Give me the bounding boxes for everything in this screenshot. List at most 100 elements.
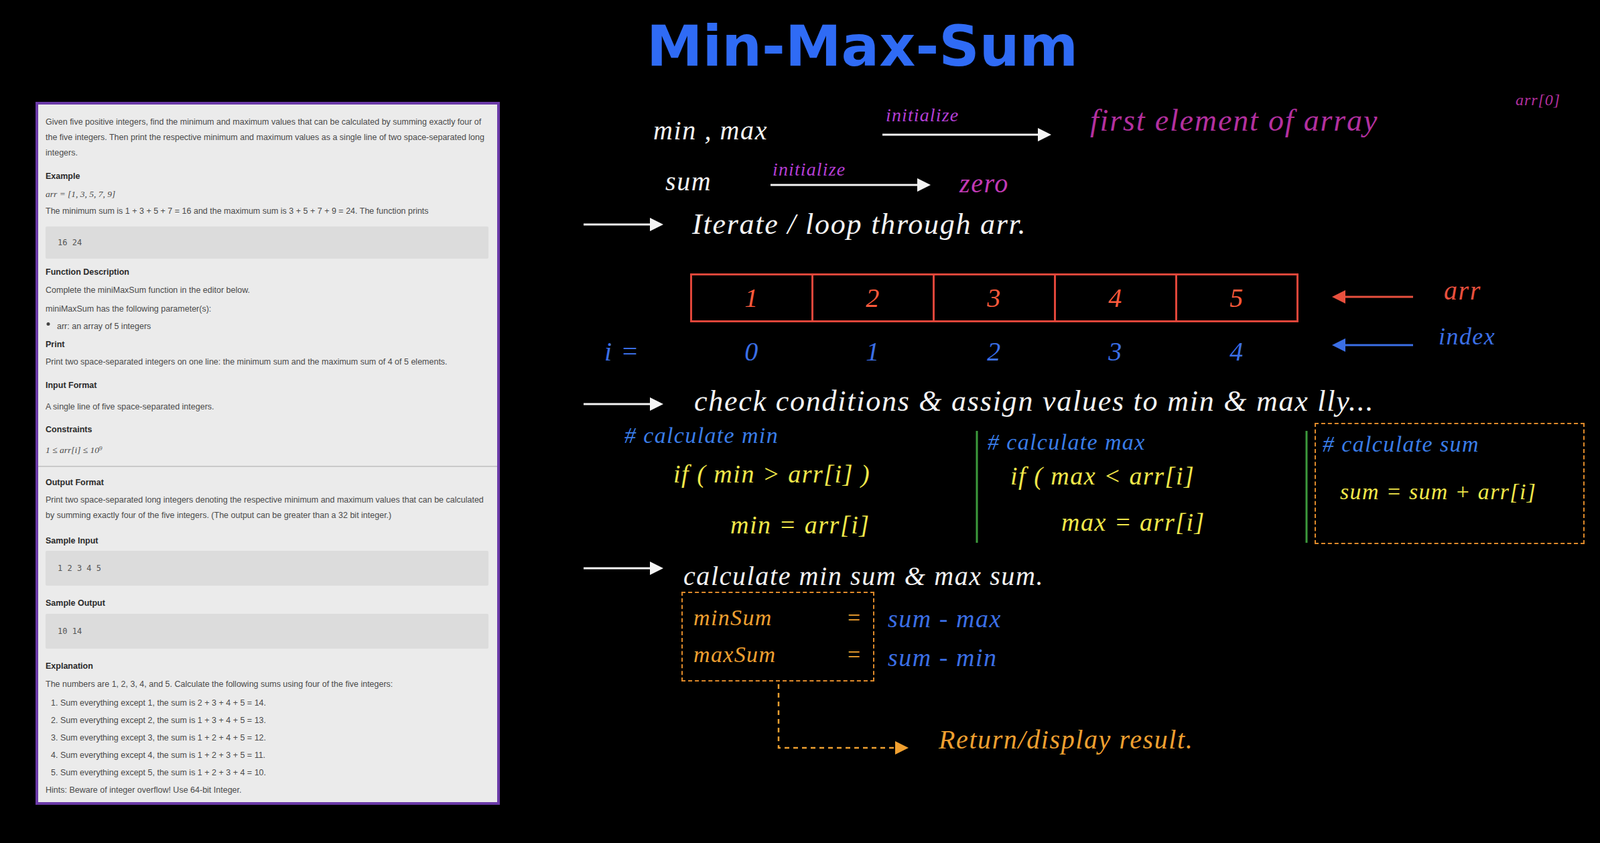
arrow-head: [1331, 338, 1346, 352]
arrow-shaft: [583, 223, 653, 226]
initialize-arrow: [882, 127, 1052, 142]
code-line: sum = sum + arr[i]: [1322, 478, 1573, 506]
statement-text: The minimum sum is 1 + 3 + 5 + 7 = 16 an…: [45, 203, 492, 220]
arrow-shaft: [882, 134, 1041, 137]
statement-text: A single line of five space-separated in…: [45, 399, 492, 415]
code-line: # calculate sum: [1322, 430, 1573, 459]
cell-value: 5: [1229, 282, 1245, 315]
handwritten-note: min , max: [653, 114, 768, 147]
statement-text: Complete the miniMaxSum function in the …: [45, 282, 492, 299]
arrow-shaft: [770, 184, 920, 187]
array-pointer-arrow: [1331, 290, 1414, 304]
step-note: calculate min sum & max sum.: [683, 560, 1044, 593]
cell-value: 4: [1108, 282, 1123, 315]
step-arrow: [583, 397, 664, 411]
code-text: 16 24: [57, 237, 82, 248]
statement-text: Output Format: [45, 475, 492, 491]
array-cell: 2: [811, 273, 935, 323]
statement-text: 1. Sum everything except 1, the sum is 2…: [50, 695, 492, 711]
arrow-shaft: [1342, 344, 1414, 347]
statement-text: Function Description: [45, 264, 492, 281]
statement-text: Print: [45, 337, 492, 353]
code-comment: # calculate max: [987, 428, 1146, 457]
code-line: max = arr[i]: [1061, 507, 1206, 539]
divider-line: [1305, 430, 1308, 543]
index-number: 4: [1229, 335, 1245, 368]
handwritten-note: sum: [665, 165, 712, 198]
cell-value: 3: [986, 282, 1002, 315]
step-note: check conditions & assign values to min …: [694, 383, 1375, 420]
handwritten-note: first element of array: [1090, 101, 1379, 139]
statement-text: miniMaxSum has the following parameter(s…: [45, 301, 492, 317]
result-note: Return/display result.: [938, 723, 1194, 756]
array-cell: 4: [1053, 273, 1178, 323]
min-max-sum-box: minSum = maxSum =: [681, 591, 875, 682]
code-line: min = arr[i]: [730, 509, 871, 541]
statement-text: The numbers are 1, 2, 3, 4, and 5. Calcu…: [45, 676, 492, 693]
step-note: Iterate / loop through arr.: [692, 207, 1027, 243]
statement-text: Explanation: [45, 658, 492, 675]
result-variable: =: [846, 604, 863, 632]
arrow-head: [917, 178, 931, 192]
result-variable: maxSum: [693, 641, 776, 669]
code-text: 1 2 3 4 5: [57, 563, 102, 573]
arrow-head: [649, 561, 664, 575]
bullet-dot: [46, 322, 51, 326]
statement-text: Print two space-separated long integers …: [45, 492, 492, 524]
code-line: if ( min > arr[i] ): [673, 458, 871, 490]
cell-value: 1: [744, 282, 760, 315]
index-number: 0: [744, 335, 760, 368]
array-label: arr: [1443, 274, 1482, 307]
statement-text: 4. Sum everything except 4, the sum is 1…: [50, 747, 492, 764]
step-arrow: [583, 561, 664, 575]
problem-statement-panel: Given five positive integers, find the m…: [35, 101, 500, 805]
formula-text: sum - min: [887, 642, 998, 674]
step-arrow: [583, 217, 664, 232]
arrow-head: [895, 741, 909, 755]
statement-text: Hints: Beware of integer overflow! Use 6…: [45, 782, 492, 798]
statement-text: 5. Sum everything except 5, the sum is 1…: [50, 765, 492, 781]
handwritten-note: zero: [959, 167, 1010, 200]
index-number: 3: [1108, 335, 1123, 368]
initialize-arrow: [770, 178, 931, 192]
code-sample-box: 10 14: [45, 613, 489, 649]
code-text: 10 14: [57, 626, 82, 636]
array-cell: 1: [690, 273, 814, 323]
statement-text: 1 ≤ arr[i] ≤ 10⁹: [45, 442, 492, 458]
result-arrow: [778, 684, 909, 755]
code-comment: # calculate min: [624, 422, 779, 450]
arrow-shaft: [583, 567, 653, 570]
formula-text: sum - max: [887, 603, 1002, 635]
cell-value: 2: [865, 282, 881, 315]
handwritten-note: arr[0]: [1515, 90, 1561, 110]
arrow-shaft: [583, 403, 653, 406]
statement-text: Example: [45, 168, 492, 185]
statement-text: Given five positive integers, find the m…: [45, 114, 492, 161]
dashed-leader: [778, 684, 897, 748]
arrow-shaft: [1342, 296, 1414, 299]
statement-text: Constraints: [45, 422, 492, 438]
result-variable: minSum: [693, 604, 776, 632]
arrow-label: initialize: [885, 103, 959, 127]
divider-line: [976, 430, 979, 543]
panel-background: [35, 101, 500, 805]
index-number: 1: [865, 335, 881, 368]
statement-text: arr: an array of 5 integers: [56, 318, 492, 335]
array-cell: 5: [1175, 273, 1299, 323]
index-label: i =: [604, 335, 640, 368]
statement-text: Print two space-separated integers on on…: [45, 354, 492, 370]
arrow-label: initialize: [772, 158, 846, 181]
index-pointer-arrow: [1331, 338, 1414, 352]
code-line: if ( max < arr[i]: [1010, 460, 1195, 492]
result-variable: =: [846, 641, 863, 669]
array-cell: 3: [932, 273, 1056, 323]
statement-text: 2. Sum everything except 2, the sum is 1…: [50, 712, 492, 729]
statement-text: Sample Input: [45, 533, 492, 549]
arrow-head: [1037, 127, 1052, 142]
separator-line: [38, 465, 498, 468]
statement-text: Sample Output: [45, 595, 492, 612]
page-title: Min-Max-Sum: [646, 12, 1079, 81]
code-sample-box: 16 24: [45, 226, 489, 259]
statement-text: arr = [1, 3, 5, 7, 9]: [45, 186, 492, 202]
